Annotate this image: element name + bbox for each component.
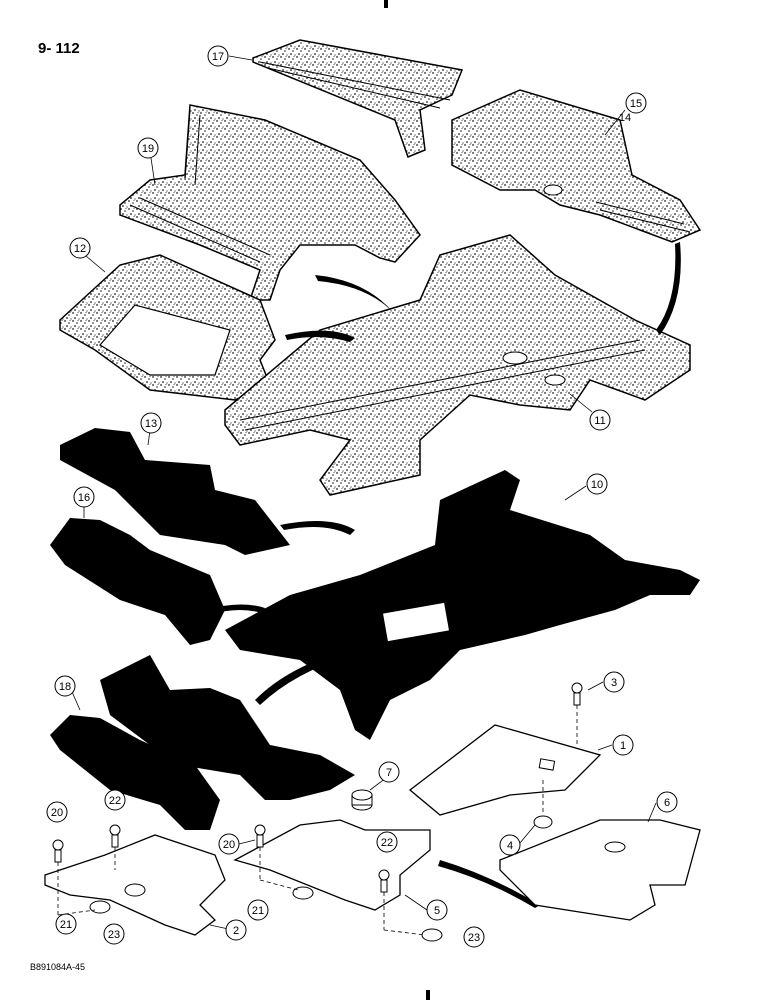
plate-6-hole: [604, 841, 626, 853]
bolt-20a: [52, 839, 64, 863]
binding-mark-top: [384, 0, 388, 8]
binding-mark-bottom: [426, 990, 430, 1000]
callout-22a: 22: [104, 789, 126, 811]
svg-text:6: 6: [664, 797, 670, 809]
cover-plate-1: [408, 724, 602, 816]
svg-text:1: 1: [620, 740, 626, 752]
floor-mat-19: [119, 104, 421, 301]
pad-10-opening: [383, 602, 449, 642]
svg-text:23: 23: [468, 932, 480, 944]
callout-2: 2: [225, 919, 247, 941]
callout-20b: 20: [218, 833, 240, 855]
callout-11: 11: [589, 409, 611, 431]
figure-code: B891084A-45: [30, 962, 86, 972]
callout-leaders: [68, 55, 657, 931]
callout-17: 17: [207, 45, 229, 67]
cover-plate-6: [499, 819, 701, 921]
svg-text:10: 10: [591, 479, 603, 491]
callout-14: 14: [619, 112, 631, 124]
svg-text:23: 23: [108, 929, 120, 941]
svg-text:13: 13: [145, 418, 157, 430]
clip-23b: [421, 928, 443, 942]
bolt-22a: [109, 824, 121, 848]
plate-1-slot: [538, 758, 556, 771]
clip-21b: [292, 886, 314, 900]
callout-1: 1: [612, 734, 634, 756]
svg-text:11: 11: [594, 415, 605, 427]
svg-text:21: 21: [252, 905, 264, 917]
clip-21a: [89, 900, 111, 914]
svg-text:22: 22: [109, 795, 121, 807]
svg-text:21: 21: [60, 919, 72, 931]
assembly-arrows-upper: [285, 242, 681, 342]
svg-text:19: 19: [142, 143, 154, 155]
bolt-22b: [378, 869, 390, 893]
callout-18: 18: [54, 675, 76, 697]
svg-text:5: 5: [434, 905, 440, 917]
cover-plate-5: [233, 819, 431, 911]
bolt-20b: [254, 824, 266, 848]
floor-mat-15-14: [451, 89, 702, 243]
floor-mat-17: [252, 39, 464, 158]
pad-18-lower: [50, 715, 220, 830]
callout-23b: 23: [463, 926, 485, 948]
callout-21a: 21: [55, 913, 77, 935]
pad-10: [225, 470, 700, 740]
svg-text:16: 16: [78, 492, 90, 504]
callout-6: 6: [656, 791, 678, 813]
callout-5: 5: [426, 899, 448, 921]
svg-text:12: 12: [74, 243, 86, 255]
svg-text:14: 14: [619, 112, 631, 124]
clip-23a: [124, 883, 146, 897]
plug-7: [351, 789, 373, 811]
callout-13: 13: [140, 412, 162, 434]
svg-text:20: 20: [223, 839, 235, 851]
svg-text:22: 22: [381, 837, 393, 849]
svg-text:4: 4: [507, 840, 513, 852]
svg-text:18: 18: [59, 681, 71, 693]
pad-18: [100, 655, 355, 800]
callout-3: 3: [603, 671, 625, 693]
clip-4: [533, 815, 553, 829]
pad-13: [60, 428, 290, 555]
floor-mat-12: [59, 254, 276, 401]
pad-16: [50, 518, 225, 645]
svg-text:17: 17: [212, 51, 224, 63]
callout-7: 7: [378, 761, 400, 783]
floor-mat-11: [224, 234, 691, 496]
svg-text:15: 15: [630, 98, 642, 110]
callout-23a: 23: [103, 923, 125, 945]
svg-text:3: 3: [611, 677, 617, 689]
callout-12: 12: [69, 237, 91, 259]
callout-21b: 21: [247, 899, 269, 921]
svg-text:7: 7: [386, 767, 392, 779]
assembly-arrows-lower: [205, 521, 540, 908]
callout-20a: 20: [46, 801, 68, 823]
callout-16: 16: [73, 486, 95, 508]
callout-19: 19: [137, 137, 159, 159]
assembly-dashed-lines: [57, 705, 578, 936]
bolt-3: [571, 682, 583, 706]
callout-15: 15: [625, 92, 647, 114]
page-number: 9- 112: [38, 40, 80, 57]
callout-10: 10: [586, 473, 608, 495]
svg-text:20: 20: [51, 807, 63, 819]
callout-4: 4: [499, 834, 521, 856]
svg-text:2: 2: [233, 925, 239, 937]
callout-22b: 22: [376, 831, 398, 853]
